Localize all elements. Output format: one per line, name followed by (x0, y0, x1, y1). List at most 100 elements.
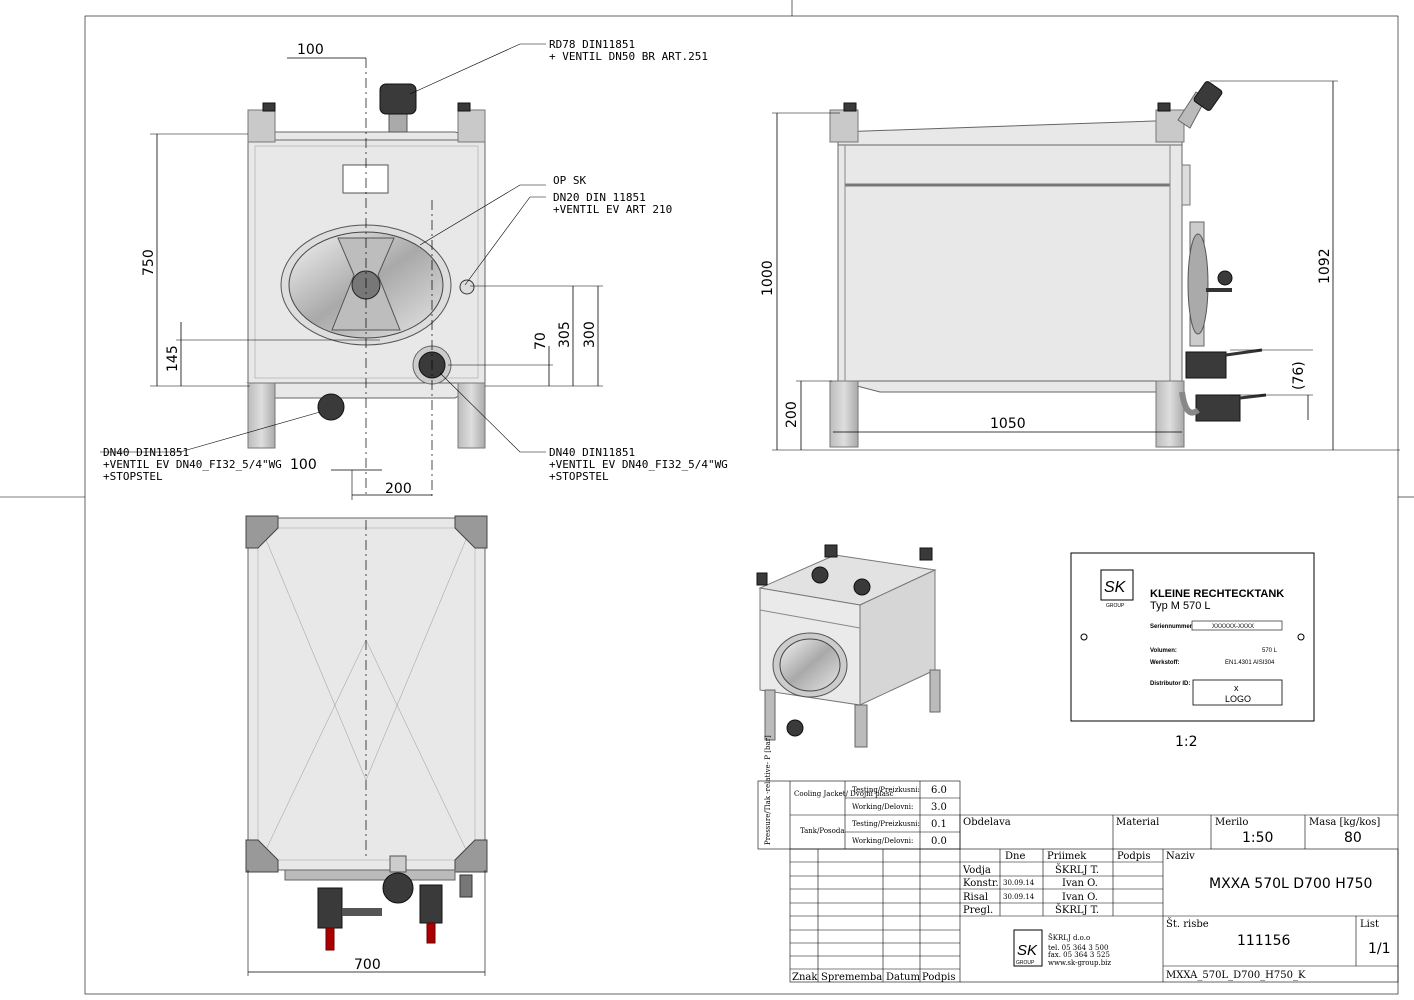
pressure-group-tank: Tank/Posoda (800, 827, 845, 835)
nameplate: SK GROUP KLEINE RECHTECKTANK Typ M 570 L… (1070, 552, 1315, 750)
list-label: List (1360, 919, 1379, 930)
top-corner-brackets (245, 515, 488, 873)
top-bottom-fittings (284, 855, 473, 951)
masa-label: Masa [kg/kos] (1309, 817, 1380, 828)
naziv-value: MXXA 570L D700 H750 (1209, 876, 1372, 892)
side-tank-body (829, 102, 1185, 448)
role-vodja: Vodja (962, 865, 991, 876)
role-pregl: Pregl. (963, 905, 993, 916)
col-priimek: Priimek (1047, 851, 1087, 862)
material-label-tb: Material (1116, 817, 1159, 828)
dim-300: 300 (582, 321, 598, 348)
dim-1092: 1092 (1317, 248, 1333, 284)
date-risal: 30.09.14 (1003, 893, 1035, 901)
dim-145: 145 (165, 345, 181, 372)
side-dimension-labels: 1000 200 1050 1092 (76) (760, 248, 1333, 432)
name-vodja: ŠKRLJ T. (1055, 864, 1099, 876)
masa-value: 80 (1344, 830, 1362, 846)
rev-header-sprememba: Sprememba (821, 972, 882, 983)
logo-x: x (1234, 683, 1239, 693)
pressure-header: Pressure/Tlak -relative- P [bar] (764, 735, 772, 845)
title-block: Znak Sprememba Datum Podpis Dne Priimek … (789, 814, 1399, 983)
callout-rd78: RD78 DIN11851 + VENTIL DN50 BR ART.251 (549, 38, 708, 63)
top-view: 700 (245, 515, 488, 976)
dim-750: 750 (141, 249, 157, 276)
dim-76: (76) (1291, 361, 1307, 390)
name-konstr: Ivan O. (1062, 878, 1098, 889)
dim-100-bottom: 100 (290, 457, 317, 473)
rev-header-znak: Znak (792, 972, 818, 983)
merilo-label: Merilo (1215, 817, 1248, 828)
pressure-row4-type: Working/Delovni: (852, 837, 913, 845)
side-dimensions (772, 80, 1400, 451)
pressure-row2-type: Working/Delovni: (852, 803, 913, 811)
dim-100-top: 100 (297, 42, 324, 58)
rev-header-datum: Datum (886, 972, 920, 983)
svg-text:GROUP: GROUP (1106, 603, 1125, 609)
front-leaders (100, 43, 546, 453)
pressure-row4-value: 0.0 (931, 836, 947, 847)
material-value: EN1.4301 AISI304 (1225, 660, 1275, 666)
front-dimensions (150, 57, 603, 500)
volume-label: Volumen: (1150, 648, 1177, 654)
dim-1000: 1000 (760, 260, 776, 296)
file-name: MXXA_570L_D700_H750_K (1166, 970, 1306, 981)
name-risal: Ivan O. (1062, 892, 1098, 903)
callout-dn40-left: DN40 DIN11851 +VENTIL EV DN40_FI32_5/4"W… (103, 446, 288, 483)
revision-grid: Znak Sprememba Datum Podpis (790, 849, 960, 983)
date-konstr: 30.09.14 (1003, 879, 1035, 887)
list-value: 1/1 (1368, 941, 1391, 957)
obdelava-label: Obdelava (963, 817, 1011, 828)
front-callout-texts: RD78 DIN11851 + VENTIL DN50 BR ART.251 O… (103, 38, 728, 483)
pressure-row1-value: 6.0 (931, 785, 947, 796)
dim-70: 70 (533, 332, 549, 350)
dim-305: 305 (557, 321, 573, 348)
company-fax: fax. 05 364 3 525 (1048, 951, 1110, 959)
col-dne: Dne (1005, 851, 1025, 862)
st-risbe-label: Št. risbe (1166, 918, 1209, 930)
nameplate-scale: 1:2 (1175, 734, 1198, 750)
top-dimensions: 700 (247, 870, 486, 976)
volume-value: 570 L (1262, 648, 1278, 654)
distributor-label: Distributor ID: (1150, 681, 1190, 687)
front-top-valve (379, 83, 417, 133)
nameplate-logo: SK GROUP (1100, 569, 1134, 609)
role-risal: Risal (963, 892, 988, 903)
approval-grid: Dne Priimek Podpis Vodja Konstr. Risal P… (960, 849, 1163, 917)
nameplate-type: Typ M 570 L (1150, 600, 1211, 612)
rev-header-podpis: Podpis (922, 972, 955, 983)
company-logo: SK GROUP (1013, 929, 1043, 967)
pressure-row2-value: 3.0 (931, 802, 947, 813)
svg-text:SK: SK (1017, 942, 1038, 959)
role-konstr: Konstr. (963, 878, 999, 889)
merilo-value: 1:50 (1242, 830, 1273, 846)
naziv-label: Naziv (1166, 851, 1195, 862)
dim-200-side: 200 (784, 401, 800, 428)
nameplate-title: KLEINE RECHTECKTANK (1150, 588, 1284, 600)
dim-1050: 1050 (990, 416, 1026, 432)
dim-200: 200 (385, 481, 412, 497)
side-view: 1000 200 1050 1092 (76) (760, 80, 1400, 451)
pressure-row3-type: Testing/Preizkusni: (852, 820, 920, 828)
st-risbe-value: 111156 (1237, 933, 1291, 949)
side-fittings (1177, 81, 1267, 422)
callout-op-sk: OP SK (553, 174, 586, 187)
front-view: 100 750 145 70 305 300 100 200 RD78 DIN1… (100, 38, 728, 500)
svg-text:SK: SK (1104, 579, 1127, 596)
col-podpis: Podpis (1117, 851, 1150, 862)
company-name: ŠKRLJ d.o.o (1048, 933, 1090, 942)
material-label: Werkstoff: (1150, 660, 1180, 666)
name-pregl: ŠKRLJ T. (1055, 904, 1099, 916)
pressure-table: Pressure/Tlak -relative- P [bar] Cooling… (757, 735, 961, 850)
callout-dn20: DN20 DIN 11851 +VENTIL EV ART 210 (553, 191, 672, 216)
serial-label: Seriennummer (1150, 624, 1193, 630)
front-dimension-labels: 100 750 145 70 305 300 100 200 (141, 42, 598, 497)
pressure-row1-type: Testing/Preizkusni: (852, 786, 920, 794)
svg-text:GROUP: GROUP (1016, 960, 1035, 966)
company-tel: tel. 05 364 3 500 (1048, 944, 1108, 952)
pressure-row3-value: 0.1 (931, 819, 947, 830)
isometric-view (756, 544, 941, 748)
pressure-group-jacket: Cooling Jacket/ Dvojni plasc (794, 790, 894, 798)
